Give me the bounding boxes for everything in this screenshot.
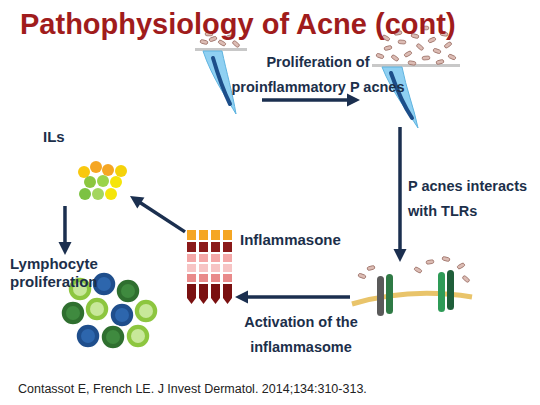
arrow-line (63, 206, 67, 244)
flow-arrow (262, 93, 360, 106)
arrow-head (394, 249, 407, 262)
lymphocyte-node: Lymphocyte proliferation (8, 255, 153, 355)
edge-label: Activation of the inflammasome (235, 310, 367, 359)
edge-label: Proliferation of proinflammatory P acnes (218, 50, 418, 99)
node-label: Inflammasone (240, 231, 350, 249)
arrow-head (347, 93, 360, 106)
node-label: ILs (43, 128, 103, 146)
flow-arrow (235, 291, 350, 304)
interleukin-node: ILs (55, 158, 130, 206)
node-label: Lymphocyte proliferation (10, 255, 115, 291)
follicle-many-bacteria (372, 26, 460, 128)
arrow-head (235, 291, 248, 304)
slide-title: Pathophysiology of Acne (cont) (20, 8, 456, 41)
inflammasome-node: Inflammasone (185, 228, 235, 306)
interleukin-dots (78, 161, 127, 200)
inflammasome-symbol (187, 230, 232, 304)
flow-arrow (130, 196, 185, 232)
receptor-node (350, 262, 475, 324)
tlr-membrane (352, 256, 472, 316)
arrow-line (262, 98, 349, 102)
citation-caption: Contassot E, French LE. J Invest Dermato… (18, 382, 367, 396)
edge-label: P acnes interacts with TLRs (408, 174, 540, 223)
arrow-head (130, 196, 144, 209)
arrow-head (58, 242, 71, 255)
follicle-few-bacteria (195, 32, 247, 114)
flow-arrow (394, 127, 407, 262)
flow-arrow (58, 206, 71, 255)
arrow-line (398, 127, 402, 251)
arrow-line (246, 295, 350, 299)
arrow-line (139, 202, 185, 232)
